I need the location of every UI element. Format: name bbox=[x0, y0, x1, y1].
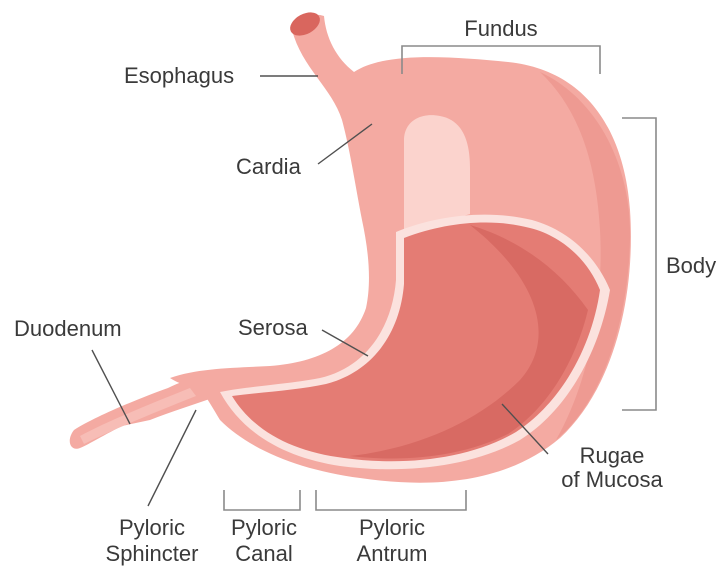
pyloric-antrum-label-line1: Pyloric bbox=[359, 515, 425, 540]
cardia-label: Cardia bbox=[236, 154, 302, 179]
esophagus-label: Esophagus bbox=[124, 63, 234, 88]
rugae-label-line1: Rugae bbox=[580, 443, 645, 468]
fundus-label: Fundus bbox=[464, 16, 537, 41]
fundus-highlight bbox=[404, 115, 470, 232]
pyloric-sphincter-label-line1: Pyloric bbox=[119, 515, 185, 540]
rugae-label-line2: of Mucosa bbox=[561, 467, 663, 492]
pyloric-sphincter-leader bbox=[148, 410, 196, 506]
pyloric-sphincter-label-line2: Sphincter bbox=[106, 541, 199, 566]
pyloric-antrum-bracket bbox=[316, 490, 466, 510]
serosa-label: Serosa bbox=[238, 315, 308, 340]
duodenum-highlight bbox=[80, 388, 196, 444]
pyloric-canal-bracket bbox=[224, 490, 300, 510]
body-label: Body bbox=[666, 253, 716, 278]
pyloric-canal-label-line2: Canal bbox=[235, 541, 292, 566]
duodenum-label: Duodenum bbox=[14, 316, 122, 341]
pyloric-antrum-label-line2: Antrum bbox=[357, 541, 428, 566]
pyloric-canal-label-line1: Pyloric bbox=[231, 515, 297, 540]
